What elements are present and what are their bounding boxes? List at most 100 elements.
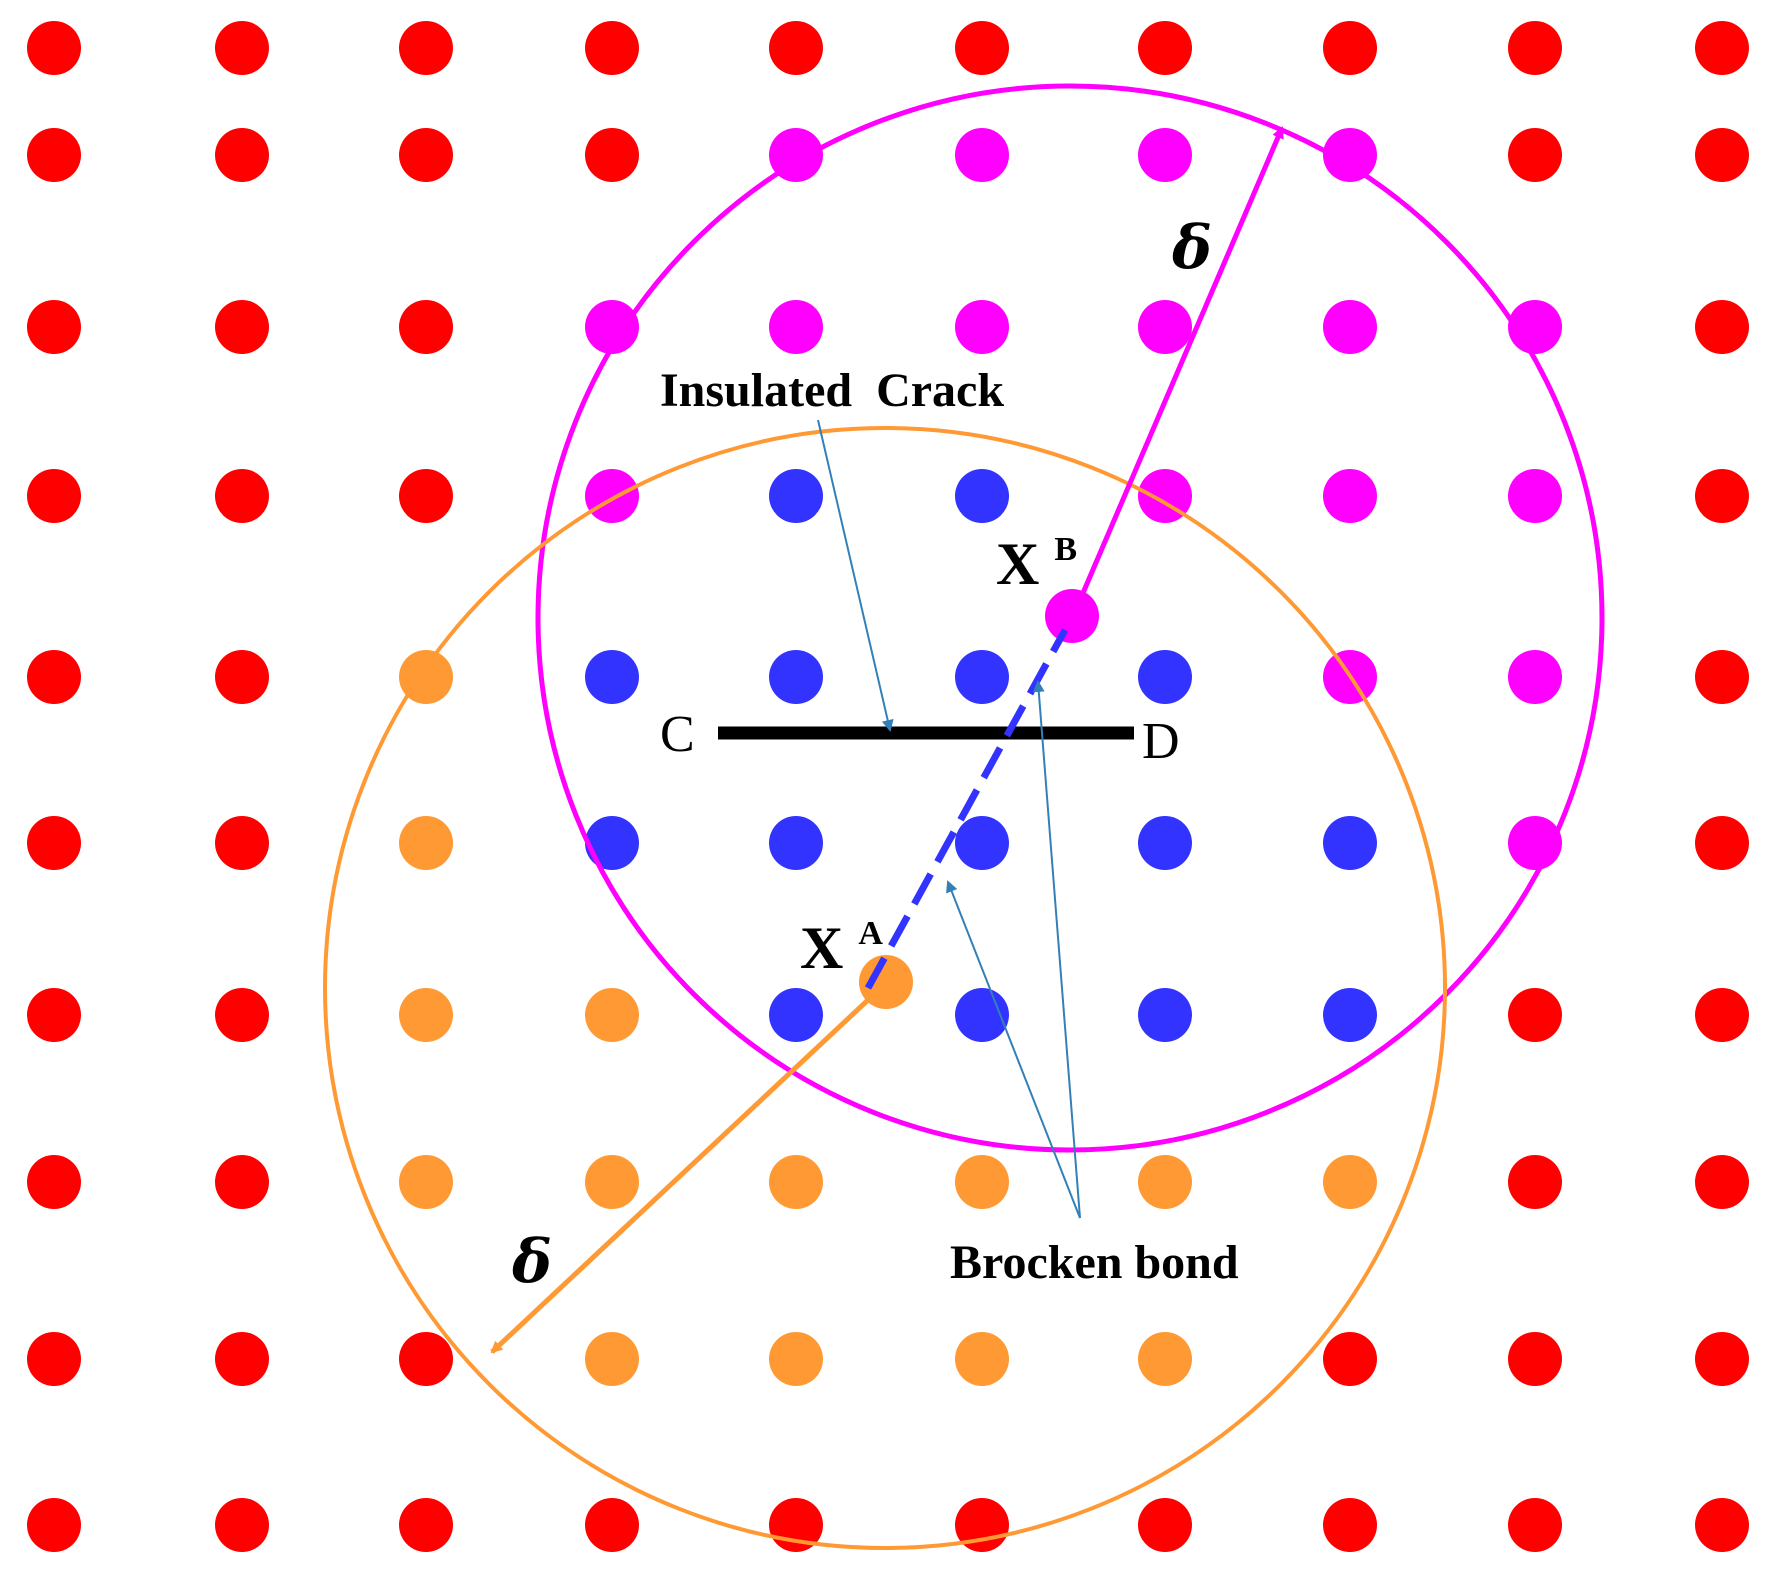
horizon-radius-arrow-b [1077, 126, 1285, 601]
shared-horizon-node [1138, 988, 1192, 1042]
shared-horizon-node [1323, 816, 1377, 870]
field-node [27, 816, 81, 870]
field-node [27, 21, 81, 75]
shared-horizon-node [955, 816, 1009, 870]
broken-bond-line [864, 628, 1069, 990]
point-xb-base: X [996, 531, 1039, 597]
material-point-grid [27, 21, 1749, 1552]
shared-horizon-node [769, 988, 823, 1042]
horizon-radius-label-a: δ [511, 1227, 552, 1297]
broken-bond-label: Brocken bond [950, 1236, 1239, 1289]
horizon-b-node [955, 128, 1009, 182]
shared-horizon-node [769, 650, 823, 704]
shared-horizon-node [1138, 650, 1192, 704]
horizon-a-node [1138, 1155, 1192, 1209]
shared-horizon-node [769, 816, 823, 870]
horizon-circle-a [323, 426, 1447, 1550]
horizon-a-node [585, 988, 639, 1042]
field-node [1138, 1498, 1192, 1552]
horizon-a-node [585, 1332, 639, 1386]
field-node [1695, 816, 1749, 870]
field-node [1695, 650, 1749, 704]
field-node [215, 469, 269, 523]
field-node [399, 21, 453, 75]
horizon-circle-b [535, 83, 1605, 1153]
field-node [399, 300, 453, 354]
field-node [1508, 1498, 1562, 1552]
horizon-b-node [1323, 469, 1377, 523]
field-node [1508, 21, 1562, 75]
field-node [399, 1498, 453, 1552]
field-node [1323, 1332, 1377, 1386]
insulated-crack-pointer [817, 419, 894, 732]
point-xa-label: X A [800, 915, 883, 981]
field-node [585, 21, 639, 75]
horizon-b-node [1508, 816, 1562, 870]
horizon-a-node [769, 1155, 823, 1209]
horizon-radius-arrow-a [490, 998, 870, 1354]
horizon-b-node [1323, 128, 1377, 182]
field-node [1508, 128, 1562, 182]
horizon-b-node [1138, 128, 1192, 182]
field-node [955, 21, 1009, 75]
point-xa [859, 955, 913, 1009]
field-node [399, 128, 453, 182]
field-node [215, 1332, 269, 1386]
horizon-a-node [585, 1155, 639, 1209]
field-node [215, 816, 269, 870]
field-node [585, 128, 639, 182]
horizon-radius-label-b: δ [1171, 213, 1212, 283]
field-node [399, 469, 453, 523]
horizon-b-node [1508, 650, 1562, 704]
field-node [215, 300, 269, 354]
field-node [215, 21, 269, 75]
point-xb-label: X B [996, 531, 1077, 597]
broken-bond-pointer-upper [1032, 680, 1081, 1219]
field-node [399, 1332, 453, 1386]
field-node [1508, 988, 1562, 1042]
field-node [1138, 21, 1192, 75]
field-node [27, 1155, 81, 1209]
horizon-a-node [1138, 1332, 1192, 1386]
field-node [215, 650, 269, 704]
crack-end-label: D [1142, 713, 1180, 770]
shared-horizon-node [955, 650, 1009, 704]
horizon-a-node [955, 1155, 1009, 1209]
horizon-b-node [769, 300, 823, 354]
point-xb-superscript: B [1054, 531, 1077, 568]
field-node [27, 300, 81, 354]
field-node [215, 1155, 269, 1209]
horizon-b-node [1323, 300, 1377, 354]
horizon-b-node [1508, 469, 1562, 523]
field-node [27, 128, 81, 182]
field-node [1695, 128, 1749, 182]
field-node [1323, 21, 1377, 75]
shared-horizon-node [1323, 988, 1377, 1042]
field-node [1695, 469, 1749, 523]
field-node [1695, 300, 1749, 354]
field-node [27, 650, 81, 704]
field-node [769, 21, 823, 75]
field-node [1508, 1155, 1562, 1209]
point-xa-base: X [800, 915, 843, 981]
insulated-crack-label: Insulated Crack [660, 364, 1004, 417]
point-xa-superscript: A [858, 915, 883, 952]
field-node [1695, 1498, 1749, 1552]
field-node [1695, 1332, 1749, 1386]
horizon-a-node [399, 988, 453, 1042]
horizon-b-node [1138, 300, 1192, 354]
field-node [215, 128, 269, 182]
shared-horizon-node [955, 469, 1009, 523]
shared-horizon-node [585, 650, 639, 704]
field-node [585, 1498, 639, 1552]
field-node [27, 1498, 81, 1552]
field-node [1695, 1155, 1749, 1209]
horizon-a-node [399, 816, 453, 870]
field-node [1695, 988, 1749, 1042]
field-node [27, 1332, 81, 1386]
field-node [215, 988, 269, 1042]
horizon-b-node [955, 300, 1009, 354]
field-node [1695, 21, 1749, 75]
field-node [27, 988, 81, 1042]
